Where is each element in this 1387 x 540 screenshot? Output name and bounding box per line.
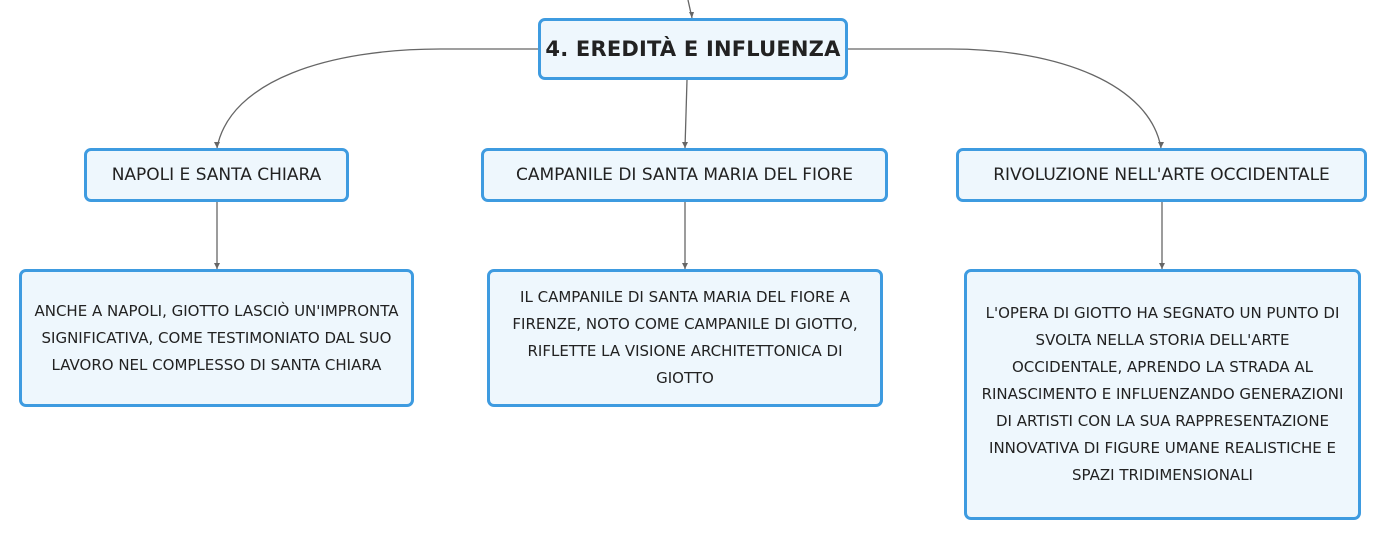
topic-campanile[interactable]: CAMPANILE DI SANTA MARIA DEL FIORE [481, 148, 888, 202]
detail-rivoluzione-arte[interactable]: L'OPERA DI GIOTTO HA SEGNATO UN PUNTO DI… [964, 269, 1361, 520]
detail-napoli-santa-chiara[interactable]: ANCHE A NAPOLI, GIOTTO LASCIÒ UN'IMPRONT… [19, 269, 414, 407]
topic-label: RIVOLUZIONE NELL'ARTE OCCIDENTALE [993, 165, 1330, 185]
topic-rivoluzione-arte[interactable]: RIVOLUZIONE NELL'ARTE OCCIDENTALE [956, 148, 1367, 202]
topic-label: CAMPANILE DI SANTA MARIA DEL FIORE [516, 165, 853, 185]
topic-label: NAPOLI E SANTA CHIARA [111, 165, 322, 185]
connector-root-topic-2 [684, 79, 688, 149]
connector-root-topic-3 [848, 48, 1162, 149]
detail-text: ANCHE A NAPOLI, GIOTTO LASCIÒ UN'IMPRONT… [34, 301, 399, 374]
central-topic[interactable]: 4. EREDITÀ E INFLUENZA [538, 18, 848, 80]
detail-campanile[interactable]: IL CAMPANILE DI SANTA MARIA DEL FIORE A … [487, 269, 883, 407]
topic-napoli-santa-chiara[interactable]: NAPOLI E SANTA CHIARA [84, 148, 349, 202]
connector-root-topic-1 [216, 48, 538, 149]
detail-text: IL CAMPANILE DI SANTA MARIA DEL FIORE A … [512, 288, 858, 387]
connector-parent [687, 0, 693, 19]
detail-text: L'OPERA DI GIOTTO HA SEGNATO UN PUNTO DI… [981, 304, 1344, 484]
central-topic-label: 4. EREDITÀ E INFLUENZA [545, 37, 841, 61]
